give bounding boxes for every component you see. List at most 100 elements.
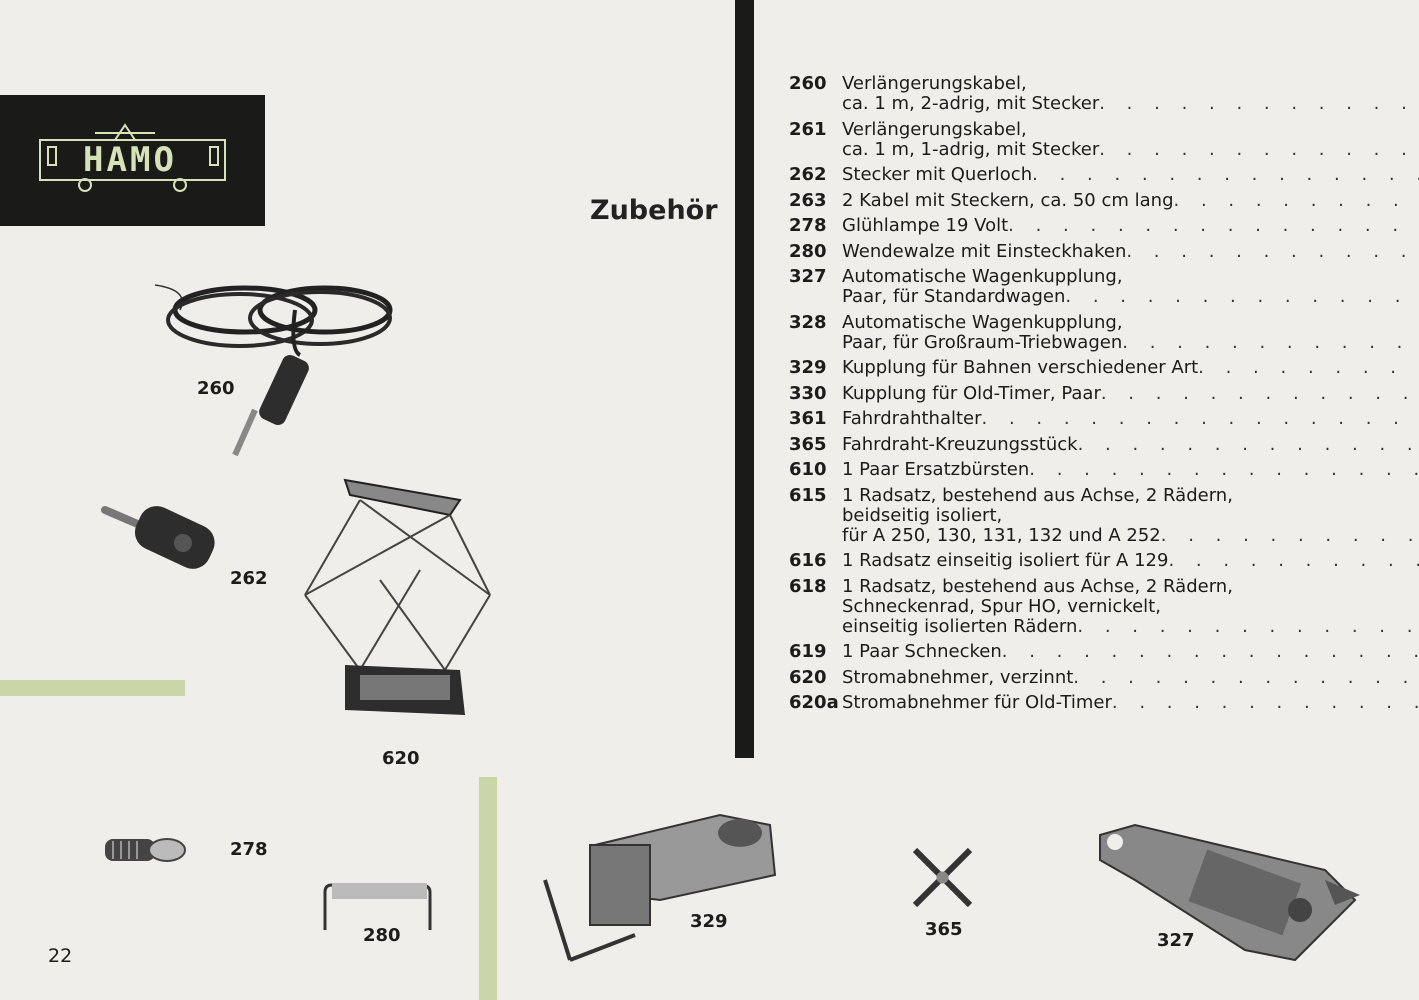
description-line-text: 2 Kabel mit Steckern, ca. 50 cm lang: [842, 189, 1174, 211]
description-line: Stromabnehmer, verzinnt: [842, 666, 1419, 688]
reversing-roller-image: [323, 883, 432, 930]
catalog-entry-number: 262: [789, 164, 827, 185]
image-label-lamp: 278: [230, 839, 268, 860]
dot-leader: [1077, 617, 1419, 637]
catalog-entry-number: 329: [789, 357, 827, 378]
description-line-text: Stromabnehmer, verzinnt: [842, 666, 1074, 688]
description-line-text: Kupplung für Bahnen verschiedener Art: [842, 357, 1199, 378]
catalog-entry-description: Fahrdrahthalter: [842, 409, 1419, 429]
catalog-entry-number: 616: [789, 550, 827, 571]
dot-leader: [1122, 333, 1419, 353]
image-label-coupling-327: 327: [1157, 930, 1195, 951]
dot-leader: [1032, 165, 1419, 185]
description-line: 2 Kabel mit Steckern, ca. 50 cm lang: [842, 189, 1419, 211]
catalog-entry-description: Kupplung für Bahnen verschiedener Art: [842, 358, 1419, 378]
catalog-entry: 329 Kupplung für Bahnen verschiedener Art: [789, 358, 1239, 378]
extension-cable-image: [154, 284, 393, 457]
description-line: Paar, für Standardwagen: [842, 287, 1419, 307]
description-line-text: ca. 1 m, 1-adrig, mit Stecker: [842, 138, 1100, 160]
description-line-text: 1 Radsatz einseitig isoliert für A 129: [842, 550, 1169, 571]
catalog-entry-description: Stromabnehmer für Old-Timer: [842, 693, 1419, 713]
dot-leader: [982, 409, 1419, 429]
dot-leader: [1008, 216, 1419, 236]
vertical-divider-bar: [735, 0, 754, 758]
dot-leader: [1126, 242, 1419, 262]
catalog-entry-description: Stecker mit Querloch: [842, 165, 1419, 185]
catalog-entry-description: 1 Radsatz, bestehend aus Achse, 2 Rädern…: [842, 485, 1419, 546]
description-line-text: Verlängerungskabel,: [842, 73, 1027, 94]
description-line-text: Paar, für Großraum-Triebwagen: [842, 331, 1123, 353]
description-line: Wendewalze mit Einsteckhaken: [842, 240, 1419, 262]
description-line-text: Glühlampe 19 Volt: [842, 215, 1009, 236]
description-line: ca. 1 m, 2-adrig, mit Stecker: [842, 94, 1419, 114]
description-line: für A 250, 130, 131, 132 und A 252: [842, 525, 1419, 546]
dot-leader: [1065, 287, 1419, 307]
dot-leader: [1073, 668, 1419, 688]
description-line-text: Paar, für Standardwagen: [842, 286, 1066, 307]
catalog-entry-number: 615: [789, 484, 827, 506]
wire-crossing-image: [912, 847, 973, 908]
catalog-entry-number: 261: [789, 118, 827, 140]
catalog-entry-description: 2 Kabel mit Steckern, ca. 50 cm lang: [842, 189, 1419, 211]
dot-leader: [1161, 526, 1419, 546]
catalog-entry-number: 620a: [789, 692, 839, 713]
description-line: beidseitig isoliert,: [842, 505, 1419, 526]
description-line-text: Stecker mit Querloch: [842, 164, 1033, 185]
catalog-entry-description: 1 Radsatz, bestehend aus Achse, 2 Rädern…: [842, 576, 1419, 637]
description-line: einseitig isolierten Rädern: [842, 615, 1419, 637]
green-accent-bar-horizontal: [0, 680, 185, 696]
hamo-logo-block: [0, 95, 265, 226]
logo-text: HAMO: [83, 140, 177, 180]
tram-outline-icon: [39, 123, 226, 192]
description-line: Kupplung für Bahnen verschiedener Art: [842, 358, 1419, 378]
description-line: Stromabnehmer für Old-Timer: [842, 693, 1419, 713]
description-line-text: Wendewalze mit Einsteckhaken: [842, 240, 1127, 262]
catalog-entry-description: Automatische Wagenkupplung,Paar, für Gro…: [842, 312, 1419, 353]
image-label-crossing: 365: [925, 919, 963, 940]
pantograph-image: [304, 478, 491, 715]
dot-leader: [1002, 642, 1419, 662]
catalog-entry: 262 Stecker mit Querloch: [789, 165, 1239, 185]
catalog-entry-description: Verlängerungskabel,ca. 1 m, 2-adrig, mit…: [842, 74, 1419, 114]
description-line-text: Stromabnehmer für Old-Timer: [842, 692, 1112, 713]
description-line-text: 1 Paar Schnecken: [842, 641, 1002, 662]
description-line-text: einseitig isolierten Rädern: [842, 615, 1078, 637]
catalog-entry-number: 328: [789, 311, 827, 333]
description-line: Schneckenrad, Spur HO, vernickelt,: [842, 596, 1419, 617]
dot-leader: [1198, 358, 1419, 378]
description-line-text: Fahrdraht-Kreuzungsstück: [842, 433, 1078, 455]
dot-leader: [1168, 551, 1419, 571]
catalog-entry-number: 361: [789, 408, 827, 429]
description-line: Automatische Wagenkupplung,: [842, 312, 1419, 333]
description-line: Paar, für Großraum-Triebwagen: [842, 331, 1419, 353]
image-label-cable: 260: [197, 378, 235, 399]
dot-leader: [1029, 460, 1419, 480]
description-line: 1 Paar Ersatzbürsten: [842, 460, 1419, 480]
dot-leader: [1078, 435, 1419, 455]
catalog-entry-number: 365: [789, 433, 827, 455]
description-line-text: Verlängerungskabel,: [842, 118, 1027, 140]
catalog-entry-description: Fahrdraht-Kreuzungsstück: [842, 433, 1419, 455]
catalog-entry-number: 327: [789, 266, 827, 287]
page-title: Zubehör: [590, 195, 718, 226]
description-line: 1 Radsatz, bestehend aus Achse, 2 Rädern…: [842, 485, 1419, 506]
catalog-entry-number: 610: [789, 459, 827, 480]
catalog-entry-description: Stromabnehmer, verzinnt: [842, 666, 1419, 688]
description-line: Stecker mit Querloch: [842, 165, 1419, 185]
catalog-entry-description: Verlängerungskabel,ca. 1 m, 1-adrig, mit…: [842, 118, 1419, 160]
catalog-entry-description: Kupplung für Old-Timer, Paar: [842, 383, 1419, 404]
description-line-text: Fahrdrahthalter: [842, 408, 982, 429]
description-line: Fahrdraht-Kreuzungsstück: [842, 433, 1419, 455]
page-number: 22: [48, 945, 73, 967]
description-line: Verlängerungskabel,: [842, 74, 1419, 94]
description-line-text: 1 Paar Ersatzbürsten: [842, 459, 1030, 480]
catalog-entry-number: 618: [789, 575, 827, 597]
image-label-pantograph: 620: [382, 748, 420, 769]
